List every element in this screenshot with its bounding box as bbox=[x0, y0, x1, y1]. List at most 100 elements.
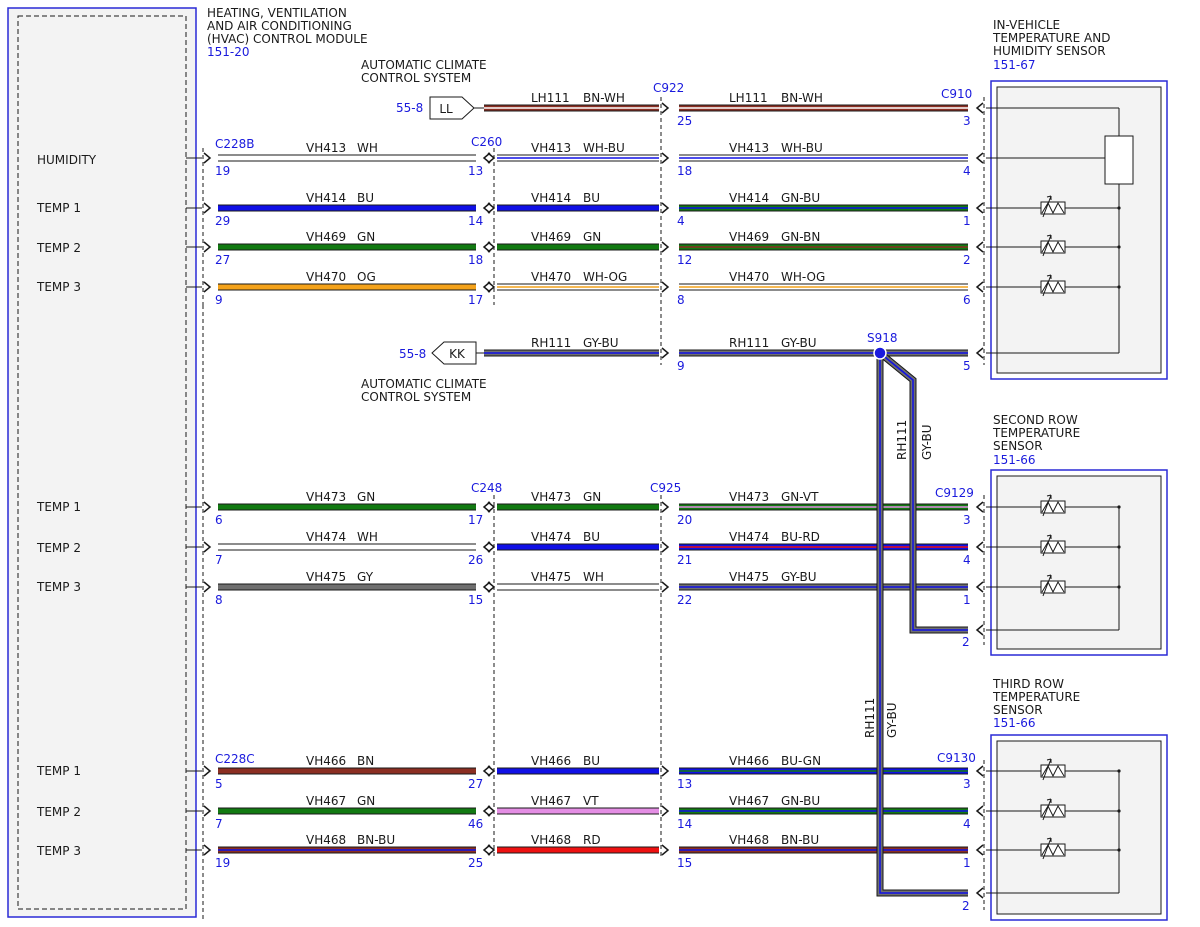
wire-t1a-c-mid-arrow bbox=[661, 202, 670, 214]
sensor-second: SECOND ROW TEMPERATURE SENSOR 151-66 bbox=[986, 413, 1168, 656]
wire-kk-seg1-color: GY-BU bbox=[583, 336, 619, 350]
wire-t3b-seg2-circuit: VH475 bbox=[729, 570, 769, 584]
thermistor-icon-third-1 bbox=[986, 758, 1121, 781]
wire-t2a-pin-2: 12 bbox=[677, 253, 692, 267]
wire-t1c-seg1-color: BU bbox=[583, 754, 600, 768]
connector-c9130: C9130 bbox=[937, 751, 976, 765]
wire-t1c-seg0-circuit: VH466 bbox=[306, 754, 346, 768]
system-kk-line-1: AUTOMATIC CLIMATE bbox=[361, 377, 487, 391]
wire-kk-sensor-arrow bbox=[975, 347, 984, 359]
wire-humidity-c-mid-arrow bbox=[661, 152, 670, 164]
wire-t2c-seg1-circuit: VH467 bbox=[531, 794, 571, 808]
thermistor-icon-invehicle-2-node bbox=[1117, 245, 1121, 249]
sensor-second-line-3: SENSOR bbox=[993, 439, 1043, 453]
wire-t1b-pin-2: 20 bbox=[677, 513, 692, 527]
wire-t3a-pin-3: 6 bbox=[963, 293, 971, 307]
wire-t3b-sensor-arrow bbox=[975, 581, 984, 593]
splice-third-sensor-arrow bbox=[975, 887, 984, 899]
wire-t3b-c-left-out-arrow bbox=[487, 581, 496, 593]
wire-t3c-pin-2: 15 bbox=[677, 856, 692, 870]
wire-ll-seg1-color: BN-WH bbox=[583, 91, 625, 105]
wire-t2a-pin-0: 27 bbox=[215, 253, 230, 267]
thermistor-icon-third-3-variable-arrow bbox=[1042, 837, 1052, 860]
wire-t2a-sensor-arrow bbox=[975, 241, 984, 253]
thermistor-icon-second-3-variable-arrow bbox=[1042, 574, 1052, 597]
splice-branch-third-color: GY-BU bbox=[885, 702, 899, 738]
wire-t1a-seg2-circuit: VH414 bbox=[729, 191, 769, 205]
wire-t3b-pin-1: 15 bbox=[468, 593, 483, 607]
wire-t3b-pin-3: 1 bbox=[963, 593, 971, 607]
thermistor-icon-third-2-variable-arrow bbox=[1042, 798, 1052, 821]
thermistor-icon-second-1-variable-arrow bbox=[1042, 494, 1052, 517]
wire-humidity-seg1-color: WH-BU bbox=[583, 141, 625, 155]
wire-t1b-pin-1: 17 bbox=[468, 513, 483, 527]
wire-t2b-seg1-circuit: VH474 bbox=[531, 530, 571, 544]
connector-c9129: C9129 bbox=[935, 486, 974, 500]
sensor-third-ref: 151-66 bbox=[993, 716, 1036, 730]
sensor-invehicle-ref: 151-67 bbox=[993, 58, 1036, 72]
sensor-third-line-2: TEMPERATURE bbox=[992, 690, 1080, 704]
wire-t1a-c-left-arrow bbox=[482, 202, 491, 214]
wire-t2a-seg0-color: GN bbox=[357, 230, 375, 244]
splice-branch-third-circuit: RH111 bbox=[863, 698, 877, 738]
wire-t1a-seg1-circuit: VH414 bbox=[531, 191, 571, 205]
sensor-invehicle-line-3: HUMIDITY SENSOR bbox=[993, 44, 1106, 58]
thermistor-icon-invehicle-2-variable-arrow bbox=[1042, 234, 1052, 257]
thermistor-icon-invehicle-2-zigzag bbox=[1041, 240, 1065, 254]
wire-kk-c-mid-arrow bbox=[661, 347, 670, 359]
wire-t3a-seg1-circuit: VH470 bbox=[531, 270, 571, 284]
wire-t1c-hvac-arrow bbox=[203, 765, 212, 777]
hvac-input-temp2-a: TEMP 2 bbox=[36, 241, 81, 255]
wire-t1b-seg2-color: GN-VT bbox=[781, 490, 819, 504]
hvac-input-temp1-c: TEMP 1 bbox=[36, 764, 81, 778]
sensor-second-body bbox=[996, 475, 1162, 650]
hvac-input-temp2-c: TEMP 2 bbox=[36, 805, 81, 819]
wire-t3c-c-left-arrow bbox=[482, 844, 491, 856]
hvac-input-temp3-c: TEMP 3 bbox=[36, 844, 81, 858]
wire-kk-pin-2: 9 bbox=[677, 359, 685, 373]
thermistor-icon-third-1-variable-arrow bbox=[1042, 758, 1052, 781]
sensor-third-line-3: SENSOR bbox=[993, 703, 1043, 717]
wire-t2b-seg0-circuit: VH474 bbox=[306, 530, 346, 544]
thermistor-icon-second-3-node bbox=[1117, 585, 1121, 589]
connector-c228b: C228B bbox=[215, 137, 255, 151]
wire-t1c-c-left-out-arrow bbox=[487, 765, 496, 777]
hvac-title-line-1: HEATING, VENTILATION bbox=[207, 6, 347, 20]
sensor-third: THIRD ROW TEMPERATURE SENSOR 151-66 bbox=[986, 677, 1168, 921]
wire-humidity-pin-2: 18 bbox=[677, 164, 692, 178]
system-kk-ref: 55-8 bbox=[399, 347, 426, 361]
wire-t3a-seg0-color: OG bbox=[357, 270, 376, 284]
wire-kk-pin-3: 5 bbox=[963, 359, 971, 373]
wire-t3a-seg2-circuit: VH470 bbox=[729, 270, 769, 284]
wire-t3a-seg1-color: WH-OG bbox=[583, 270, 627, 284]
wire-t3c-hvac-arrow bbox=[203, 844, 212, 856]
wire-t1b-c-left-out-arrow bbox=[487, 501, 496, 513]
wire-t1a-seg2-color: GN-BU bbox=[781, 191, 820, 205]
wire-t1a-pin-1: 14 bbox=[468, 214, 483, 228]
thermistor-icon-third-2 bbox=[986, 798, 1121, 821]
wire-humidity-hvac-arrow bbox=[203, 152, 212, 164]
wire-t1a-pin-0: 29 bbox=[215, 214, 230, 228]
wire-t3a-pin-0: 9 bbox=[215, 293, 223, 307]
thermistor-icon-second-3-zigzag bbox=[1041, 580, 1065, 594]
wire-t3b-c-mid-arrow bbox=[661, 581, 670, 593]
thermistor-icon-invehicle-1 bbox=[986, 195, 1121, 218]
wire-t3a-pin-1: 17 bbox=[468, 293, 483, 307]
system-kk-line-2: CONTROL SYSTEM bbox=[361, 390, 471, 404]
thermistor-icon-invehicle-3 bbox=[986, 274, 1121, 297]
wire-t1c-sensor-arrow bbox=[975, 765, 984, 777]
wire-t3a-sensor-arrow bbox=[975, 281, 984, 293]
wire-ll-seg2-color: BN-WH bbox=[781, 91, 823, 105]
system-ll-ref: 55-8 bbox=[396, 101, 423, 115]
wire-t2a-seg1-circuit: VH469 bbox=[531, 230, 571, 244]
wire-t1a-pin-3: 1 bbox=[963, 214, 971, 228]
wire-t1a-hvac-arrow bbox=[203, 202, 212, 214]
splice-branch-to-second bbox=[877, 350, 968, 634]
wire-t2b-hvac-arrow bbox=[203, 541, 212, 553]
sensor-second-ref: 151-66 bbox=[993, 453, 1036, 467]
wire-t2a-seg2-circuit: VH469 bbox=[729, 230, 769, 244]
splice-layer bbox=[873, 346, 968, 897]
wire-t1c-pin-2: 13 bbox=[677, 777, 692, 791]
